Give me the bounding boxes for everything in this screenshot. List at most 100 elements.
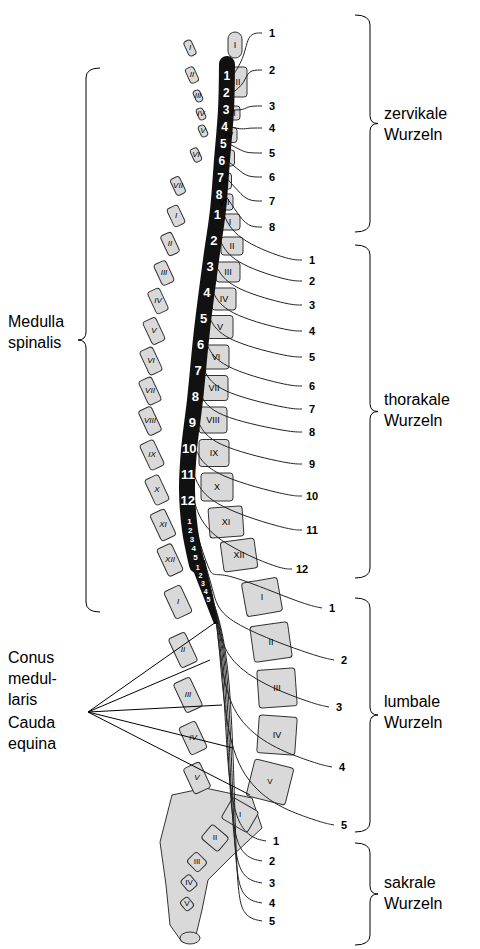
spinous-process (170, 176, 187, 197)
vertebra-numeral: VIII (144, 417, 156, 425)
root-number: 6 (309, 381, 315, 392)
segment-number: 9 (189, 416, 196, 429)
root-number: 1 (329, 603, 335, 614)
nerve-root (210, 318, 302, 357)
region-brace (355, 843, 378, 945)
vertebra-numeral: II (235, 78, 240, 87)
coccyx-shape (180, 932, 200, 944)
vertebra-numeral: VI (147, 357, 155, 365)
segment-number: 10 (182, 442, 196, 455)
vertebra-numeral: IX (148, 451, 156, 459)
nerve-root (194, 531, 334, 660)
vertebral-body (246, 759, 294, 806)
spinous-process (150, 508, 177, 541)
vertebra-numeral: VI (212, 353, 221, 362)
vertebra-numeral: III (228, 109, 236, 118)
vertebra-numeral: II (213, 834, 217, 842)
segment-number: 5 (200, 312, 207, 325)
region-label: thorakale Wurzeln (384, 390, 466, 432)
nerve-root (227, 178, 262, 201)
segment-number: 2 (223, 87, 230, 99)
segment-number: 11 (181, 468, 195, 481)
root-number: 8 (309, 427, 315, 438)
segment-number: 3 (201, 580, 205, 587)
vertebra-numeral: IV (154, 297, 162, 305)
vertebra-numeral: V (184, 900, 189, 908)
segment-number: 3 (190, 536, 194, 544)
vertebral-body (241, 577, 282, 617)
vertebra-numeral: II (168, 240, 172, 248)
region-label: Medulla spinalis (8, 312, 83, 354)
leader-line (88, 660, 210, 712)
root-number: 2 (309, 276, 315, 287)
spinous-process (153, 260, 175, 286)
region-label: sakrale Wurzeln (384, 873, 466, 915)
spinous-process (156, 543, 183, 577)
nerve-root (213, 292, 302, 331)
nerve-root (204, 370, 302, 409)
vertebral-body (180, 874, 198, 892)
root-number: 3 (309, 300, 315, 311)
nerve-root (228, 161, 262, 177)
nerve-root (198, 549, 332, 767)
nerve-root (195, 448, 302, 496)
root-number: 10 (306, 491, 318, 502)
vertebral-body (228, 32, 242, 58)
vertebra-numeral: X (154, 486, 159, 494)
spinous-process (144, 474, 169, 506)
vertebra-numeral: I (189, 44, 191, 52)
segment-number: 5 (206, 596, 210, 603)
vertebra-numeral: III (224, 268, 232, 277)
region-label: Cauda equina (8, 713, 68, 755)
vertebra-numeral: III (185, 691, 192, 699)
segment-number: 8 (192, 390, 199, 403)
spinous-process (195, 107, 206, 121)
region-label: Conus medul- laris (8, 648, 68, 710)
segment-number: 4 (204, 588, 208, 595)
vertebra-numeral: XI (159, 521, 167, 529)
segment-number: 7 (217, 172, 224, 184)
spinal-cord (187, 64, 227, 565)
region-brace (78, 68, 100, 612)
vertebral-body (199, 407, 227, 433)
root-number: 7 (309, 404, 315, 415)
leader-line (88, 622, 216, 712)
vertebra-numeral: V (151, 327, 156, 335)
region-brace (355, 598, 378, 832)
root-number: 4 (309, 326, 315, 337)
vertebra-numeral: X (214, 483, 220, 492)
nerve-root (233, 33, 262, 76)
region-brace (355, 15, 378, 232)
segment-number: 3 (223, 104, 230, 116)
root-number: 12 (296, 564, 308, 575)
vertebra-numeral: IV (185, 879, 193, 887)
nerve-root (216, 266, 302, 305)
anatomy (78, 15, 378, 945)
vertebra-numeral: II (268, 638, 273, 647)
vertebra-numeral: VII (208, 384, 219, 393)
region-label: zervikale Wurzeln (384, 104, 466, 146)
root-number: 2 (269, 65, 275, 76)
nerve-root (194, 500, 292, 569)
root-number: 5 (269, 148, 275, 159)
root-number: 5 (269, 916, 275, 927)
spinous-process (189, 147, 202, 163)
nerve-root (212, 599, 262, 921)
nerve-root (194, 474, 302, 530)
segment-number: 6 (197, 338, 204, 351)
vertebral-body (257, 668, 298, 709)
vertebra-numeral: V (217, 323, 223, 332)
vertebral-body (179, 896, 194, 912)
root-number: 5 (309, 352, 315, 363)
leader-line (88, 712, 250, 795)
spinous-process (142, 317, 165, 346)
vertebra-numeral: VI (192, 151, 200, 159)
vertebra-numeral: III (273, 684, 281, 693)
root-number: 3 (336, 702, 342, 713)
segment-number: 8 (216, 189, 223, 201)
vertebral-body (221, 237, 243, 255)
nerve-root (201, 396, 302, 432)
vertebral-body (201, 824, 229, 852)
segment-number: 5 (193, 554, 197, 562)
